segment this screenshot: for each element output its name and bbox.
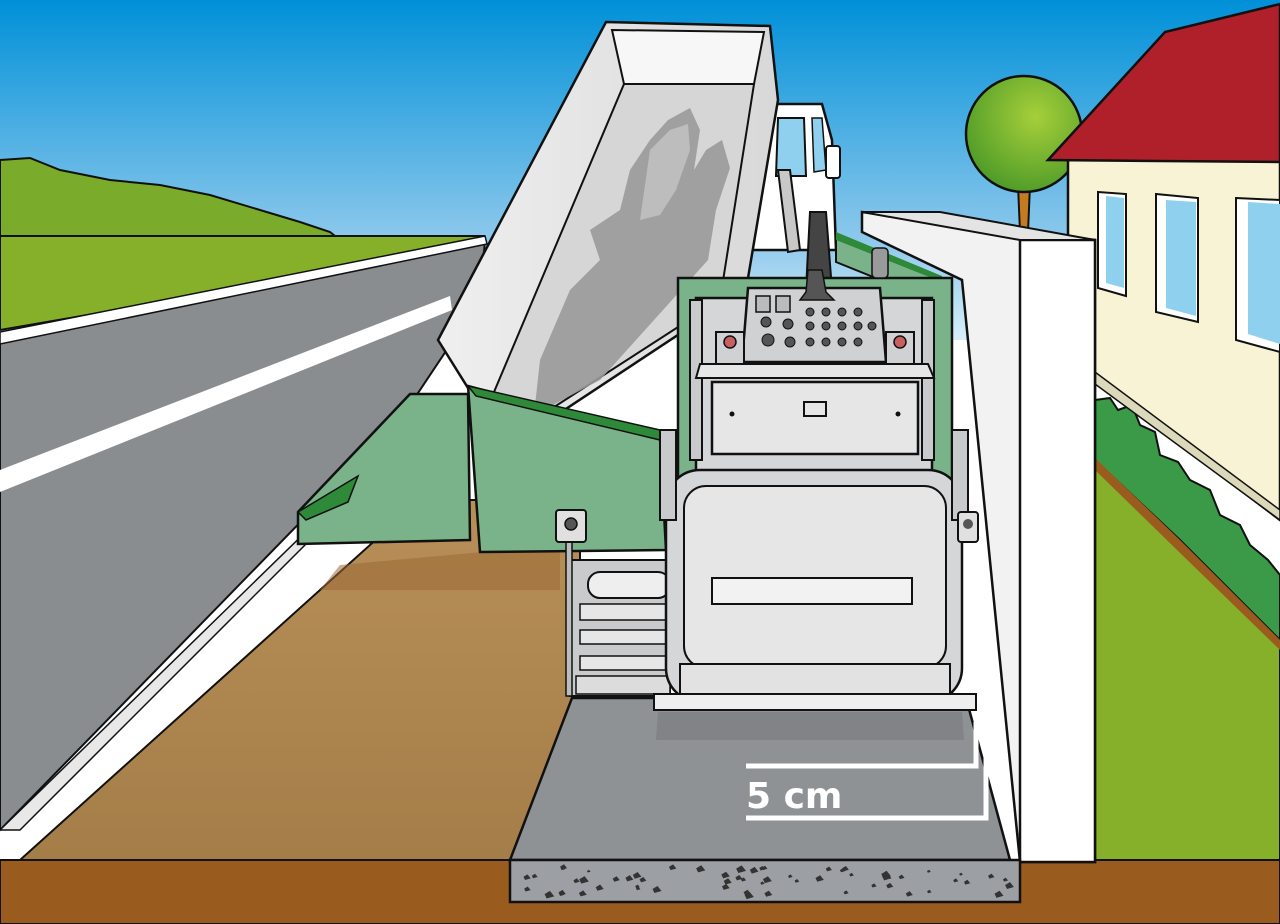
gravel-stone [794,879,800,883]
gravel-stone [886,882,894,889]
gravel-stone [825,866,832,872]
gravel-stone [736,865,746,874]
dimension-label: 5 cm [746,776,842,817]
gravel-stone [573,878,580,884]
gravel-stone [927,889,932,894]
gravel-stone [762,876,772,884]
gravel-stone [668,864,677,871]
gravel-stone [1002,877,1009,882]
gravel-stone [744,891,754,900]
gravel-stone [632,872,642,879]
gravel-stone [652,885,662,894]
gravel-stone [898,874,905,880]
gravel-stone [559,892,565,897]
gravel-stone [882,872,892,881]
gravel-stone [815,875,824,882]
paver-screed [555,509,671,697]
emergency-knob-icon [893,335,907,349]
dump-truck [436,20,841,432]
gravel-stone [696,865,706,873]
gravel-stone [586,869,591,873]
gravel-stone [723,878,732,885]
gravel-stone [595,884,604,891]
gravel-stone [926,869,931,873]
gravel-stone [635,886,641,891]
paver-body [653,247,979,711]
gravel-stone [579,876,589,884]
gravel-stone [905,891,913,897]
gravel-stone [578,890,587,897]
gravel-stone [531,873,538,879]
gravel-stone [764,890,773,897]
joystick-icon [798,269,836,301]
gravel-stone [959,872,963,876]
gravel-stone [544,890,555,899]
gravel-stone [721,871,730,879]
gravel-stone [988,873,995,879]
gravel-stone [740,877,747,882]
thickness-dimension: 5 cm [746,722,989,821]
gravel-stone [1005,882,1014,889]
boundary-wall [860,210,1097,864]
gravel-stone [722,883,730,890]
gravel-stone [994,890,1004,898]
screed-plate [653,693,977,711]
gravel-stone [843,890,849,895]
gravel-stone [788,874,793,878]
road-edge-line [0,235,488,345]
road-marking [0,296,452,492]
gravel-stone [871,883,877,888]
gravel-stone [759,865,766,871]
paver-hopper [296,232,944,554]
gravel-stone [639,877,647,883]
gravel-stone [849,872,854,877]
hedge-soil-edge [1095,458,1280,650]
gravel-stone [760,881,765,885]
gravel-stone [839,868,845,873]
soil-shadow [320,545,560,590]
emergency-knob-icon [723,335,737,349]
gravel-stone [612,876,620,882]
gravel-stone [749,866,759,874]
gravel-stone [735,874,743,881]
gravel-stone [523,874,531,881]
house-window [1235,196,1280,354]
gravel-stone [524,886,531,892]
gravel-stone [953,878,959,883]
engine-cover [710,380,920,456]
gravel-stone [963,879,971,885]
console-buttons [760,307,877,348]
gravel-aggregate [523,864,1014,900]
house [1045,2,1280,522]
asphalt-mix [534,108,730,415]
gravel-stone [560,866,566,871]
gravel-stone [625,875,634,882]
house-window [1097,190,1127,298]
house-window [1155,192,1199,324]
